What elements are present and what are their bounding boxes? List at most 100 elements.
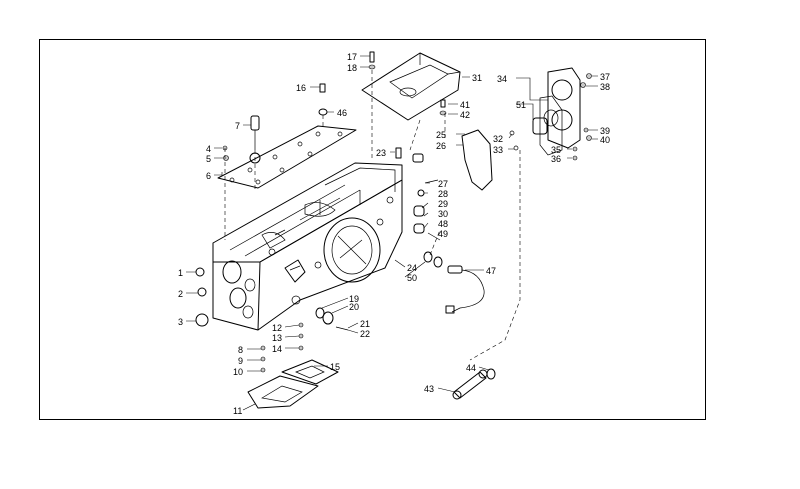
plug-1 xyxy=(195,267,205,277)
callout-47: 47 xyxy=(486,266,496,276)
callout-35: 35 xyxy=(551,145,561,155)
callout-24: 24 xyxy=(407,263,417,273)
washer-42 xyxy=(439,110,447,116)
nut-10 xyxy=(260,367,266,373)
seal-46 xyxy=(318,108,328,116)
plug-39 xyxy=(583,127,589,133)
callout-18: 18 xyxy=(347,63,357,73)
callout-46: 46 xyxy=(337,108,347,118)
callout-8: 8 xyxy=(238,345,243,355)
washer-38 xyxy=(580,82,586,88)
callout-30: 30 xyxy=(438,209,448,219)
callout-36: 36 xyxy=(551,154,561,164)
callout-42: 42 xyxy=(460,110,470,120)
screw-35 xyxy=(572,146,578,152)
callout-labels: 1 2 3 4 5 6 7 8 9 10 11 12 13 14 15 16 1… xyxy=(178,52,610,416)
gasket-15 xyxy=(281,359,339,385)
washer-40 xyxy=(586,135,592,141)
callout-43: 43 xyxy=(424,384,434,394)
callout-10: 10 xyxy=(233,367,243,377)
callout-5: 5 xyxy=(206,154,211,164)
bearing-51 xyxy=(532,117,548,135)
callout-20: 20 xyxy=(349,302,359,312)
callout-25: 25 xyxy=(436,130,446,140)
bolt-8 xyxy=(260,345,266,351)
stud-27 xyxy=(424,179,439,184)
bolt-12 xyxy=(298,322,304,328)
gasket-25 xyxy=(461,129,493,191)
plug-2 xyxy=(197,287,207,297)
diagram-frame xyxy=(39,39,706,420)
callout-17: 17 xyxy=(347,52,357,62)
callout-38: 38 xyxy=(600,82,610,92)
callout-31: 31 xyxy=(472,73,482,83)
ring-20 xyxy=(322,311,334,325)
callout-32: 32 xyxy=(493,134,503,144)
callout-6: 6 xyxy=(206,171,211,181)
callout-48: 48 xyxy=(438,219,448,229)
cover-31 xyxy=(361,52,461,121)
callout-13: 13 xyxy=(272,333,282,343)
callout-41: 41 xyxy=(460,100,470,110)
callout-34: 34 xyxy=(497,74,507,84)
callout-12: 12 xyxy=(272,323,282,333)
ring-19 xyxy=(315,307,325,319)
callout-16: 16 xyxy=(296,83,306,93)
rear-cover-34 xyxy=(539,67,581,156)
bolt-41 xyxy=(440,99,446,108)
callout-44: 44 xyxy=(466,363,476,373)
callout-49: 49 xyxy=(438,229,448,239)
callout-40: 40 xyxy=(600,135,610,145)
nut-14 xyxy=(298,345,304,351)
callout-51: 51 xyxy=(516,100,526,110)
transmission-housing xyxy=(212,162,403,331)
bush-29 xyxy=(413,205,425,217)
callout-19: 19 xyxy=(349,294,359,304)
pin-23 xyxy=(395,147,402,159)
washer-9 xyxy=(260,356,266,362)
callout-23: 23 xyxy=(376,148,386,158)
pin-33 xyxy=(513,145,519,151)
speed-sensor-47 xyxy=(445,265,485,314)
washer-13 xyxy=(298,333,304,339)
bush-30 xyxy=(413,223,425,234)
callout-4: 4 xyxy=(206,144,211,154)
breather-plug xyxy=(250,115,260,150)
callout-22: 22 xyxy=(360,329,370,339)
callout-14: 14 xyxy=(272,344,282,354)
top-cover-plate xyxy=(217,125,357,189)
callout-39: 39 xyxy=(600,126,610,136)
callout-2: 2 xyxy=(178,289,183,299)
washer-18 xyxy=(368,64,376,70)
callout-37: 37 xyxy=(600,72,610,82)
washer-5 xyxy=(223,155,229,161)
callout-15: 15 xyxy=(330,362,340,372)
bolt-17 xyxy=(369,51,375,63)
callout-11: 11 xyxy=(233,406,242,416)
pin-32 xyxy=(509,130,515,136)
callout-27: 27 xyxy=(438,179,448,189)
washer-36 xyxy=(572,155,578,161)
seal-48 xyxy=(423,251,433,263)
callout-21: 21 xyxy=(360,319,370,329)
callout-1: 1 xyxy=(178,268,183,278)
callout-29: 29 xyxy=(438,199,448,209)
bush-26 xyxy=(412,153,424,163)
leader-lines xyxy=(186,55,598,411)
callout-50: 50 xyxy=(407,273,417,283)
ring-28 xyxy=(417,189,425,197)
callout-26: 26 xyxy=(436,141,446,151)
callout-28: 28 xyxy=(438,189,448,199)
pin-21 xyxy=(335,326,349,331)
seal-49 xyxy=(433,256,443,268)
cover-plate-11 xyxy=(247,375,319,409)
ring-44 xyxy=(486,368,496,380)
plug-16 xyxy=(319,83,326,93)
callout-9: 9 xyxy=(238,356,243,366)
plug-37 xyxy=(586,73,592,79)
callout-3: 3 xyxy=(178,317,183,327)
shaft-43 xyxy=(452,369,488,400)
callout-7: 7 xyxy=(235,121,240,131)
callout-33: 33 xyxy=(493,145,503,155)
